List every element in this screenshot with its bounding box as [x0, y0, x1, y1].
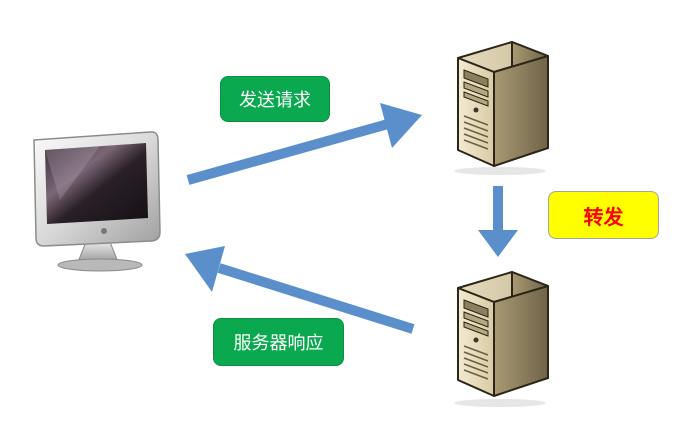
send-request-label: 发送请求 [220, 76, 330, 122]
forward-label: 转发 [548, 191, 659, 239]
arrow-send-request [186, 103, 422, 185]
arrow-forward [478, 186, 518, 257]
server-response-label: 服务器响应 [213, 318, 344, 366]
server-tower-icon [454, 271, 549, 407]
server-tower-icon [454, 41, 549, 175]
desktop-computer-icon [33, 131, 161, 272]
arrow-server-response [185, 246, 415, 334]
